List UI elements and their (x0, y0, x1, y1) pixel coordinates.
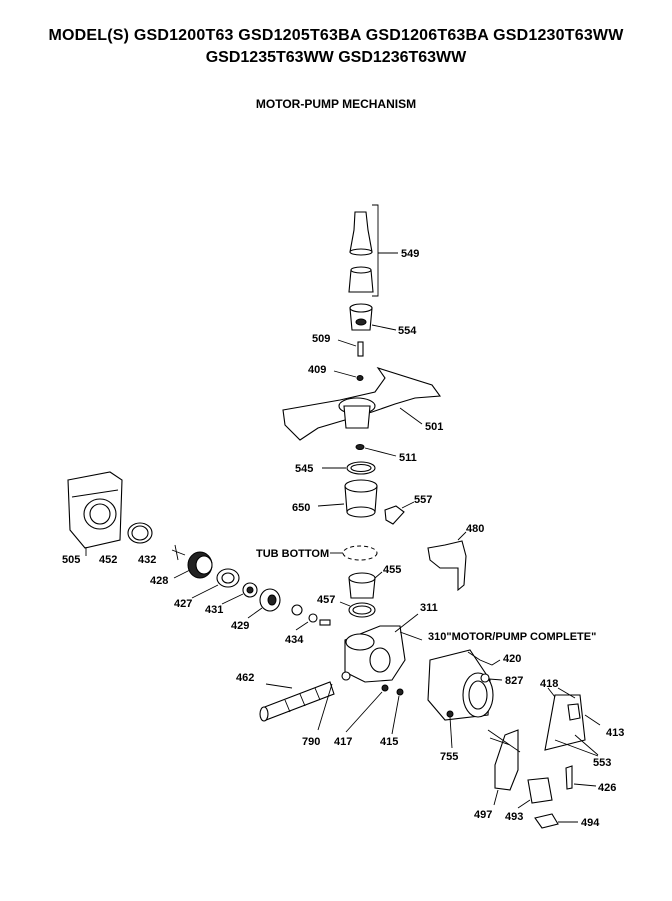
label-409: 409 (308, 364, 326, 376)
label-494: 494 (581, 817, 600, 829)
label-480: 480 (466, 523, 484, 535)
label-417: 417 (334, 736, 352, 748)
part-511-clip (355, 444, 397, 457)
part-432-spring (171, 544, 186, 561)
models-line-1: MODEL(S) GSD1200T63 GSD1205T63BA GSD1206… (48, 27, 624, 44)
label-545: 545 (295, 463, 313, 475)
label-501: 501 (425, 421, 443, 433)
part-494-clip (534, 813, 578, 829)
label-827: 827 (505, 675, 523, 687)
label-428: 428 (150, 575, 168, 587)
diagram-title: MOTOR-PUMP MECHANISM (255, 97, 417, 111)
label-311: 311 (420, 602, 438, 614)
label-549: 549 (401, 248, 419, 260)
label-434: 434 (285, 634, 304, 646)
label-455: 455 (383, 564, 401, 576)
label-415: 415 (380, 736, 398, 748)
label-457: 457 (317, 594, 335, 606)
part-549-nozzle (348, 204, 398, 297)
label-755: 755 (440, 751, 458, 763)
part-497-bracket (489, 729, 519, 806)
part-431-seal (221, 582, 258, 605)
label-509: 509 (312, 333, 330, 345)
label-790: 790 (302, 736, 320, 748)
label-553: 553 (593, 757, 611, 769)
label-557: 557 (414, 494, 432, 506)
part-827-plug (480, 673, 503, 683)
part-505-housing (67, 471, 123, 556)
part-429-impeller-hub (247, 588, 281, 619)
part-557-clip (384, 501, 415, 525)
motor-pump-complete-label: 310"MOTOR/PUMP COMPLETE" (428, 631, 596, 643)
part-457-clamp (339, 601, 376, 618)
label-554: 554 (398, 325, 417, 337)
part-480-duct (427, 531, 467, 592)
part-426-switch (565, 765, 597, 790)
label-429: 429 (231, 620, 249, 632)
label-418: 418 (540, 678, 558, 690)
label-432: 432 (138, 554, 156, 566)
part-428-impeller (173, 551, 213, 579)
label-511: 511 (399, 452, 417, 464)
part-462-hose (259, 681, 335, 722)
part-452-clamp (127, 522, 153, 544)
label-431: 431 (205, 604, 223, 616)
part-415-nut (391, 688, 404, 735)
label-427: 427 (174, 598, 192, 610)
tub-bottom-label: TUB BOTTOM (256, 548, 329, 560)
part-554-bearing (349, 303, 397, 331)
part-509-screw (337, 339, 364, 357)
label-420: 420 (503, 653, 521, 665)
part-501-spray-arm (282, 366, 442, 441)
label-493: 493 (505, 811, 523, 823)
part-311-pump-body (344, 613, 423, 683)
label-426: 426 (598, 782, 616, 794)
part-417-plug (345, 684, 389, 733)
part-790-valve (317, 671, 351, 731)
part-418-bracket (544, 687, 601, 757)
part-420-wire (467, 651, 501, 666)
part-409-washer (333, 370, 364, 381)
part-650-filter-housing (317, 479, 378, 518)
label-650: 650 (292, 502, 310, 514)
label-413: 413 (606, 727, 624, 739)
part-427-gasket (191, 568, 240, 599)
label-497: 497 (474, 809, 492, 821)
motor-assembly (427, 649, 494, 749)
part-455-seal (348, 571, 383, 599)
tub-bottom-gasket (330, 545, 378, 561)
part-493-relay (517, 777, 553, 809)
label-505: 505 (62, 554, 80, 566)
label-452: 452 (99, 554, 117, 566)
label-462: 462 (236, 672, 254, 684)
part-434-screws (291, 604, 331, 631)
part-545-ring (322, 461, 376, 475)
models-line-2: GSD1235T63WW GSD1236T63WW (205, 49, 467, 66)
